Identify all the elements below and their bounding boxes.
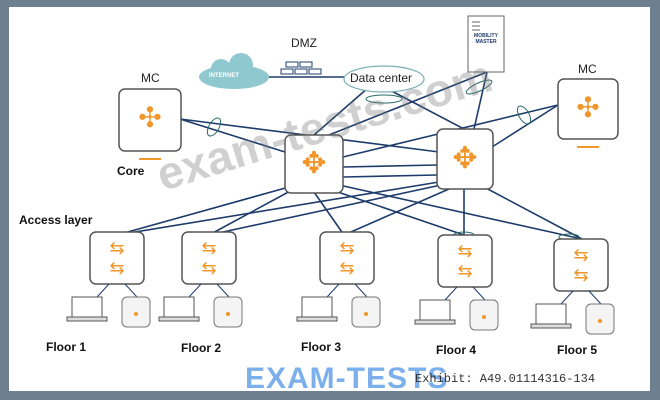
data-center-cloud <box>343 65 425 93</box>
access-point-icon <box>351 296 381 328</box>
mobility-master-server <box>467 15 505 73</box>
svg-text:✣: ✣ <box>138 102 161 133</box>
access-switch-5: ⇆ ⇆ <box>553 238 609 305</box>
data-center-label: Data center <box>350 71 413 85</box>
mc-left-label: MC <box>141 71 160 85</box>
access-switch-2: ⇆ ⇆ <box>181 231 237 298</box>
svg-text:⇆: ⇆ <box>201 238 216 258</box>
svg-text:✥: ✥ <box>301 147 326 180</box>
brand-watermark: EXAM-TESTS <box>245 362 449 395</box>
mobility-master-label: MOBILITY MASTER <box>474 33 498 45</box>
svg-text:⇆: ⇆ <box>573 265 588 285</box>
laptop-icon <box>530 303 572 329</box>
internet-cloud <box>199 53 269 89</box>
floor-3-label: Floor 3 <box>301 340 342 354</box>
internet-label: INTERNET <box>209 73 239 79</box>
firewall-icon <box>280 61 322 75</box>
core-switch-2: ✥ <box>436 128 494 190</box>
svg-text:⇆: ⇆ <box>339 258 354 278</box>
core-label: Core <box>117 164 145 178</box>
access-layer-label: Access layer <box>19 213 93 227</box>
svg-text:⇆: ⇆ <box>109 238 124 258</box>
laptop-icon <box>296 296 338 322</box>
svg-text:⇆: ⇆ <box>339 238 354 258</box>
floor-2-label: Floor 2 <box>181 341 222 355</box>
laptop-icon <box>414 299 456 325</box>
access-point-icon <box>121 296 151 328</box>
mc-left-controller: ✣ <box>118 88 182 160</box>
network-diagram: ✣ ✣ ✥ ✥ ⇆ ⇆ ⇆ ⇆ <box>9 7 650 391</box>
laptop-icon <box>158 296 200 322</box>
access-point-icon <box>213 296 243 328</box>
svg-text:⇆: ⇆ <box>457 241 472 261</box>
access-switch-1: ⇆ ⇆ <box>89 231 145 298</box>
access-switches: ⇆ ⇆ ⇆ ⇆ ⇆ ⇆ <box>66 231 615 335</box>
exhibit-id: Exhibit: A49.01114316-134 <box>415 372 596 386</box>
core-switch-1: ✥ <box>284 134 344 194</box>
svg-text:✥: ✥ <box>452 142 477 175</box>
topology-graphics: ✣ ✣ ✥ ✥ ⇆ ⇆ ⇆ ⇆ <box>66 15 619 335</box>
svg-text:⇆: ⇆ <box>201 258 216 278</box>
access-switch-3: ⇆ ⇆ <box>319 231 375 298</box>
svg-text:✣: ✣ <box>576 92 599 123</box>
mc-right-controller: ✣ <box>557 78 619 148</box>
laptop-icon <box>66 296 108 322</box>
access-point-icon <box>585 303 615 335</box>
svg-text:⇆: ⇆ <box>457 261 472 281</box>
mc-right-label: MC <box>578 62 597 76</box>
svg-text:⇆: ⇆ <box>573 245 588 265</box>
svg-text:⇆: ⇆ <box>109 258 124 278</box>
floor-5-label: Floor 5 <box>557 343 598 357</box>
core-to-access-links <box>116 181 583 240</box>
floor-4-label: Floor 4 <box>436 343 477 357</box>
dmz-label: DMZ <box>291 36 317 50</box>
access-switch-4: ⇆ ⇆ <box>437 234 493 301</box>
access-point-icon <box>469 299 499 331</box>
floor-1-label: Floor 1 <box>46 340 87 354</box>
